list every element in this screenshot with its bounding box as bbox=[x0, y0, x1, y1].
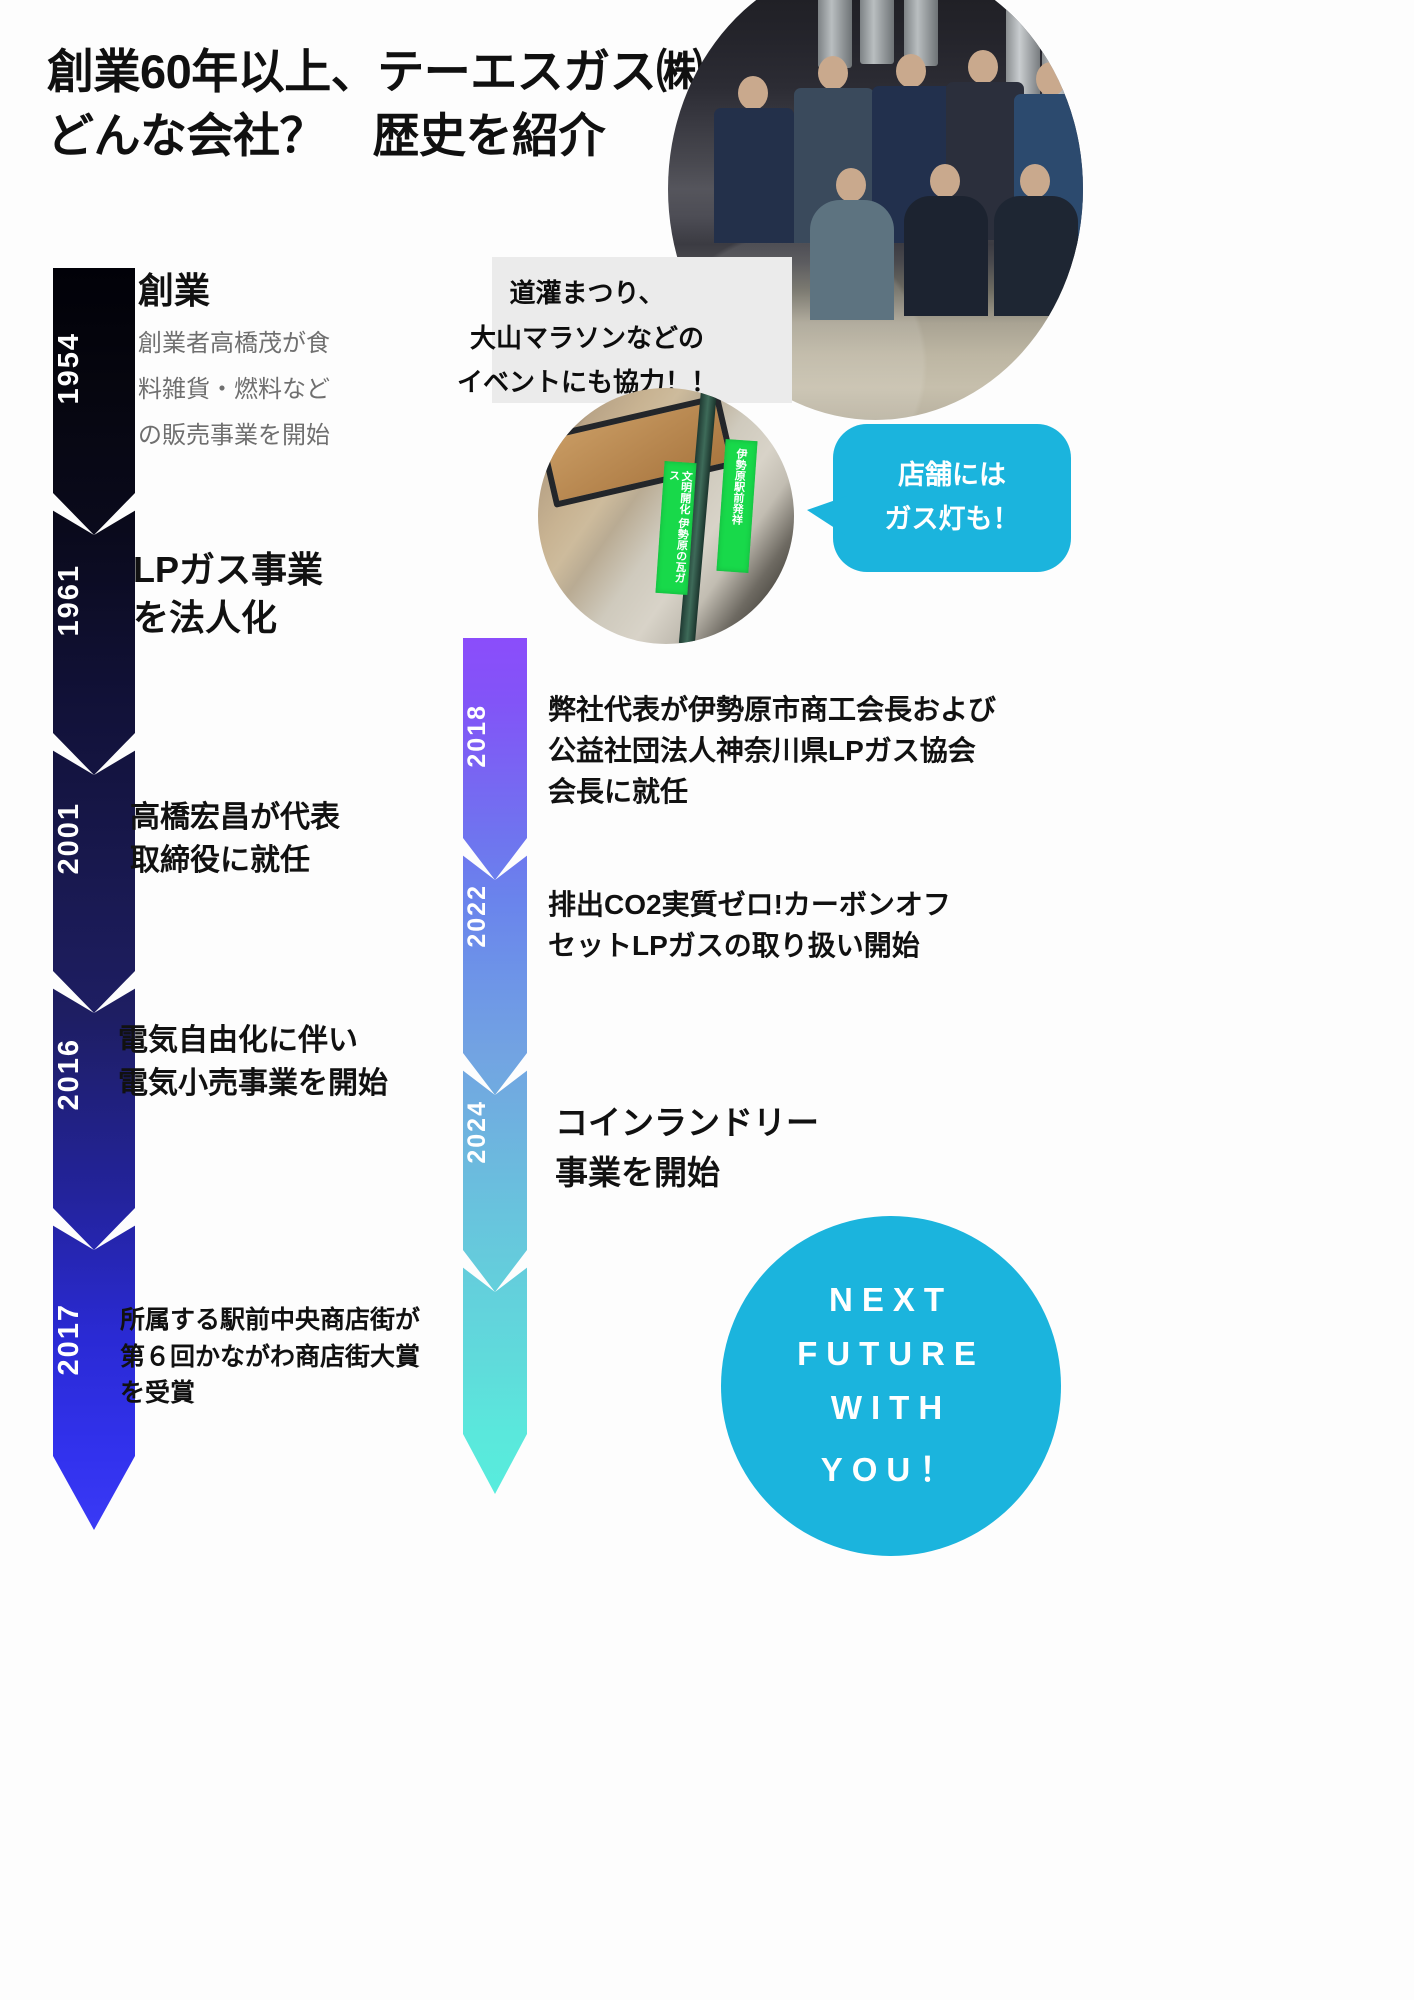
person-body bbox=[810, 200, 894, 320]
green-banner-text: 文明開化 伊勢原の瓦ガス bbox=[667, 469, 693, 584]
timeline-entry-1961: LPガス事業 を法人化 bbox=[133, 546, 433, 641]
person-body bbox=[904, 196, 988, 316]
person-head bbox=[738, 76, 768, 110]
event-note-text: 道灌まつり、 大山マラソンなどの イベントにも協力！！ bbox=[456, 278, 717, 398]
timeline-year-1954: 1954 bbox=[53, 332, 85, 405]
person-head bbox=[930, 164, 960, 198]
next-future-line-2: FUTURE bbox=[797, 1335, 985, 1372]
timeline-year-2001: 2001 bbox=[53, 802, 85, 875]
speech-bubble-tail bbox=[807, 496, 847, 536]
gaslight-speech-bubble: 店舗には ガス灯も！ bbox=[807, 424, 1071, 572]
left-timeline-arrow: 1954 1961 2001 2016 2017 bbox=[53, 268, 135, 1530]
timeline-entry-2024: コインランドリー 事業を開始 bbox=[555, 1098, 975, 1198]
person-body bbox=[714, 108, 794, 243]
timeline-entry-2017: 所属する駅前中央商店街が 第６回かながわ商店街大賞 を受賞 bbox=[120, 1302, 470, 1412]
next-future-line-4: YOU！ bbox=[820, 1451, 962, 1488]
timeline-entry-heading: LPガス事業 を法人化 bbox=[133, 549, 324, 638]
green-banner-text: 伊勢原駅前発祥 bbox=[730, 447, 748, 526]
left-timeline-tip bbox=[53, 1456, 135, 1530]
timeline-year-2024: 2024 bbox=[463, 1100, 491, 1164]
storefront-photo: 文明開化 伊勢原の瓦ガス 伊勢原駅前発祥 bbox=[538, 388, 794, 644]
timeline-year-2022: 2022 bbox=[463, 884, 491, 948]
timeline-entry-heading: 高橋宏昌が代表 取締役に就任 bbox=[130, 801, 340, 877]
person-head bbox=[896, 54, 926, 88]
next-future-line-1: NEXT bbox=[828, 1281, 953, 1318]
person-head bbox=[1036, 62, 1066, 96]
left-timeline-shaft bbox=[53, 268, 135, 1456]
person-body bbox=[994, 196, 1078, 316]
timeline-entry-desc: 創業者高橋茂が食 料雑貨・燃料など の販売事業を開始 bbox=[138, 329, 330, 449]
timeline-entry-heading: 所属する駅前中央商店街が 第６回かながわ商店街大賞 を受賞 bbox=[120, 1306, 421, 1407]
gas-cylinder-icon bbox=[1006, 0, 1040, 98]
timeline-entry-2018: 弊社代表が伊勢原市商工会長および 公益社団法人神奈川県LPガス協会 会長に就任 bbox=[548, 690, 1088, 813]
timeline-entry-heading: コインランドリー 事業を開始 bbox=[555, 1104, 819, 1192]
person-head bbox=[968, 50, 998, 84]
next-future-line-3: WITH bbox=[830, 1389, 952, 1426]
mid-timeline-tip bbox=[463, 1434, 527, 1494]
timeline-entry-heading: 排出CO2実質ゼロ!カーボンオフ セットLPガスの取り扱い開始 bbox=[548, 889, 951, 961]
timeline-year-2018: 2018 bbox=[463, 704, 491, 768]
timeline-entry-2016: 電気自由化に伴い 電気小売事業を開始 bbox=[118, 1020, 448, 1105]
mid-timeline-shaft bbox=[463, 638, 527, 1434]
person-head bbox=[836, 168, 866, 202]
person-head bbox=[1020, 164, 1050, 198]
mid-timeline-arrow: 2018 2022 2024 bbox=[463, 638, 527, 1494]
timeline-entry-heading: 電気自由化に伴い 電気小売事業を開始 bbox=[118, 1024, 388, 1100]
timeline-entry-2022: 排出CO2実質ゼロ!カーボンオフ セットLPガスの取り扱い開始 bbox=[548, 885, 1068, 967]
timeline-year-1961: 1961 bbox=[53, 564, 85, 637]
event-note-box: 道灌まつり、 大山マラソンなどの イベントにも協力！！ bbox=[457, 257, 792, 403]
timeline-entry-1954: 創業 創業者高橋茂が食 料雑貨・燃料など の販売事業を開始 bbox=[138, 267, 408, 459]
gas-cylinder-icon bbox=[860, 0, 894, 64]
next-future-badge: NEXT FUTURE WITH YOU！ bbox=[721, 1216, 1061, 1556]
timeline-entry-2001: 高橋宏昌が代表 取締役に就任 bbox=[130, 797, 430, 882]
person-head bbox=[818, 56, 848, 90]
timeline-entry-heading: 弊社代表が伊勢原市商工会長および 公益社団法人神奈川県LPガス協会 会長に就任 bbox=[548, 694, 997, 807]
gaslight-bubble-text: 店舗には ガス灯も！ bbox=[884, 460, 1020, 534]
timeline-entry-heading: 創業 bbox=[138, 270, 211, 311]
